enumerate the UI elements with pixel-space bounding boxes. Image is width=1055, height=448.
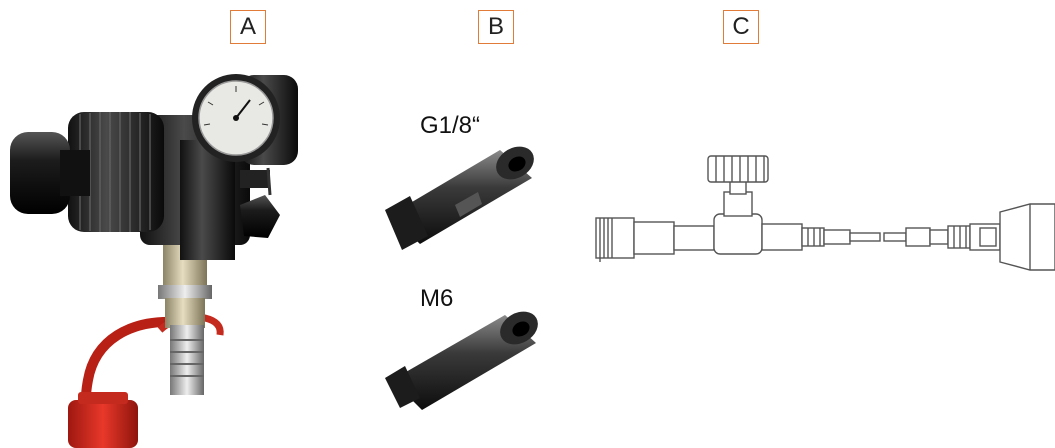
assembly-line-drawing <box>595 155 1055 271</box>
pressure-regulator-image <box>10 74 298 448</box>
needle-valve-knob-icon <box>707 155 769 183</box>
adapter-m6-image <box>385 311 538 410</box>
adapter-g18-image <box>385 146 534 250</box>
label-b: B <box>478 10 514 44</box>
caption-m6-thread: M6 <box>420 285 454 312</box>
pressure-gauge-icon <box>192 74 298 165</box>
red-cap-icon <box>68 392 138 448</box>
label-a: A <box>230 10 266 44</box>
caption-g18-thread: G1/8“ <box>420 112 481 139</box>
label-c: C <box>723 10 759 44</box>
